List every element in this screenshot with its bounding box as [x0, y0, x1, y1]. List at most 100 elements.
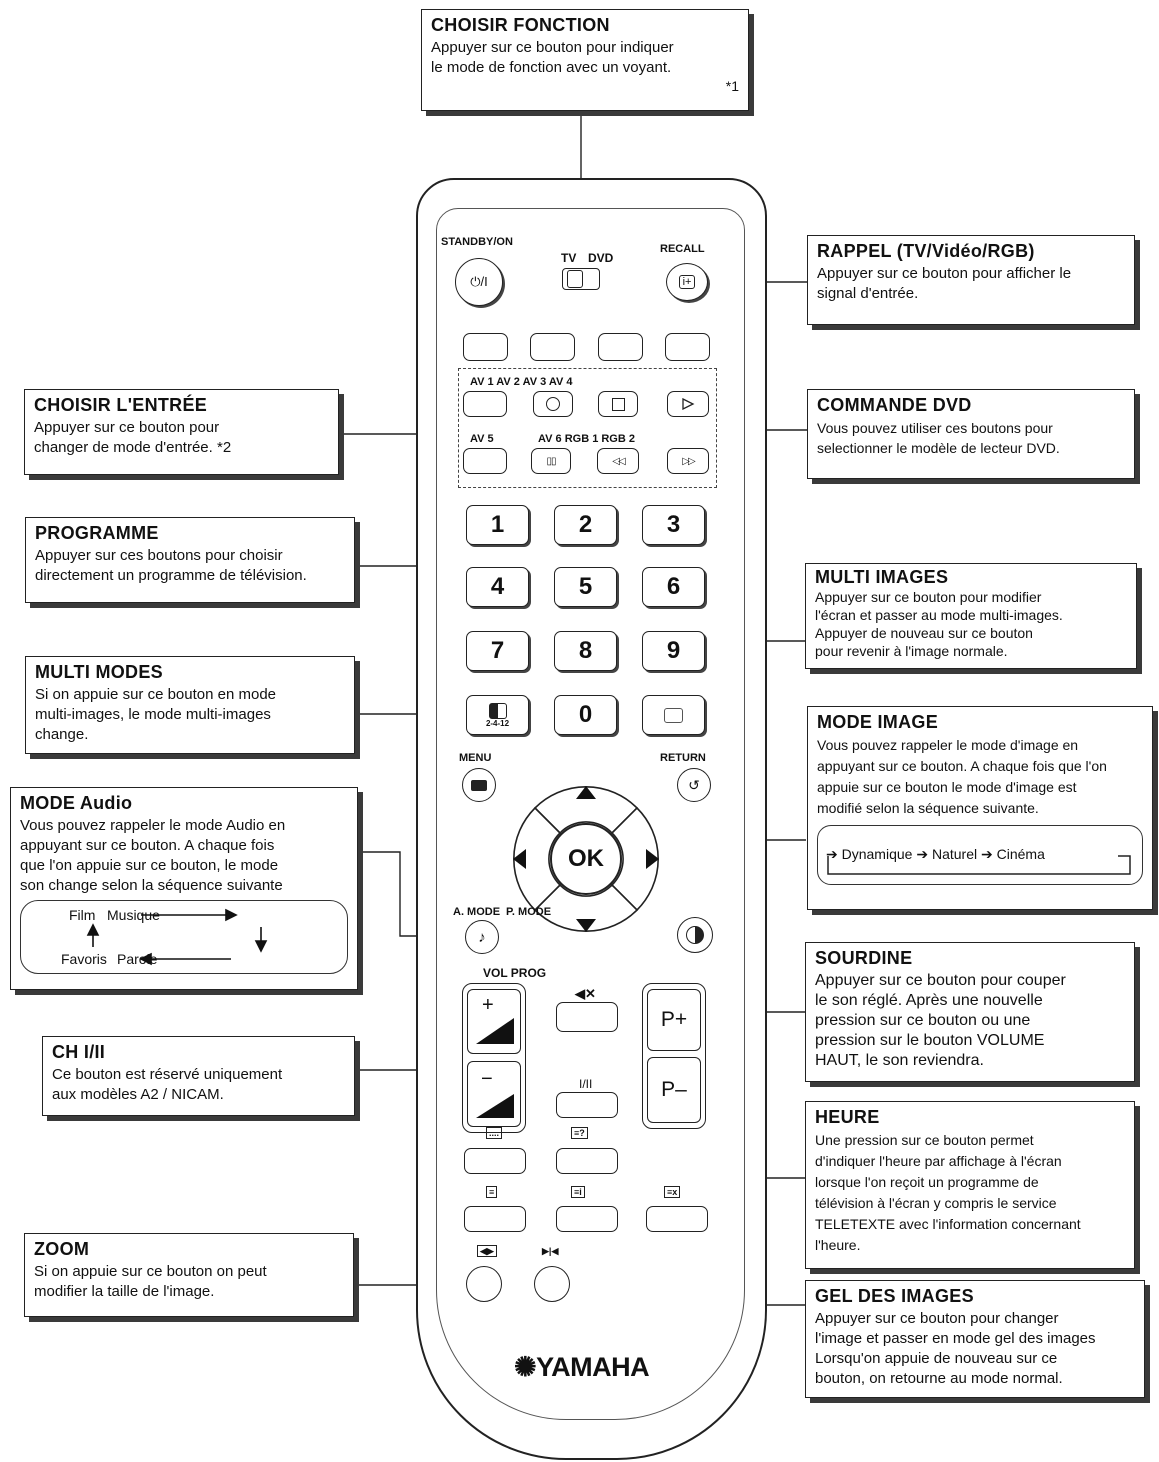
callout-text: Appuyer sur ce bouton pour indiquer — [431, 39, 674, 56]
standby-label: STANDBY/ON — [441, 236, 513, 248]
digit-8-button[interactable]: 8 — [554, 631, 617, 671]
digit-1-button[interactable]: 1 — [466, 505, 529, 545]
color-button-1[interactable] — [463, 333, 508, 361]
av4-dvd-play-button[interactable] — [667, 391, 709, 417]
av2-dvd-record-button[interactable] — [533, 391, 573, 417]
standby-button[interactable]: ⏻/I — [455, 258, 503, 306]
program-down-button[interactable]: P– — [647, 1057, 701, 1123]
av3-dvd-stop-button[interactable] — [598, 391, 638, 417]
color-button-4[interactable] — [665, 333, 710, 361]
recall-button[interactable]: i+ — [666, 263, 708, 301]
forward-icon: ▷▷ — [682, 455, 695, 467]
rgb1-dvd-rewind-button[interactable]: ◁◁ — [597, 448, 639, 474]
digit-3-button[interactable]: 3 — [642, 505, 705, 545]
program-up-button[interactable]: P+ — [647, 989, 701, 1051]
mute-button[interactable] — [556, 1002, 618, 1032]
volume-down-icon — [476, 1094, 514, 1118]
time-button[interactable] — [646, 1206, 708, 1232]
ch-button[interactable] — [556, 1092, 618, 1118]
teletext-reveal-icon: ≡? — [571, 1127, 588, 1139]
multi-images-button[interactable] — [642, 695, 705, 735]
callout-rappel: RAPPEL (TV/Vidéo/RGB) Appuyer sur ce bou… — [807, 235, 1135, 325]
callout-text: le son réglé. Après une nouvelle — [815, 992, 1043, 1009]
callout-title: MULTI IMAGES — [815, 567, 949, 587]
digit-5-button[interactable]: 5 — [554, 567, 617, 607]
callout-title: COMMANDE DVD — [817, 395, 972, 415]
arrow-left-icon — [513, 849, 526, 869]
callout-text: Une pression sur ce bouton permet — [815, 1132, 1034, 1148]
callout-text: le mode de fonction avec un voyant. — [431, 59, 672, 76]
callout-text: appuyant sur ce bouton. A chaque fois qu… — [817, 758, 1107, 774]
teletext-subpage-button[interactable] — [464, 1148, 526, 1174]
callout-text: modifié selon la séquence suivante. — [817, 800, 1039, 816]
yamaha-emblem-icon: ✺ — [514, 1352, 537, 1382]
play-icon — [682, 398, 695, 410]
av1-button[interactable] — [463, 391, 507, 417]
callout-title: CH I/II — [52, 1042, 106, 1062]
callout-text: Vous pouvez utiliser ces boutons pour — [817, 420, 1053, 436]
callout-zoom: ZOOM Si on appuie sur ce bouton on peut … — [24, 1233, 354, 1317]
multi-modes-button[interactable]: 2-4-12 — [466, 695, 529, 735]
av5-button[interactable] — [463, 448, 507, 474]
dpad-right[interactable] — [610, 806, 659, 912]
pause-icon: ▯▯ — [546, 455, 556, 467]
callout-text: Si on appuie sur ce bouton en mode — [35, 686, 277, 703]
freeze-button[interactable] — [534, 1266, 570, 1302]
digit-2-button[interactable]: 2 — [554, 505, 617, 545]
sequence-arrow-icon: ➔ — [916, 846, 929, 862]
teletext-index-button[interactable] — [556, 1206, 618, 1232]
sequence-arrow-icon: ➔ — [981, 846, 993, 862]
callout-title: CHOISIR FONCTION — [431, 15, 610, 35]
callout-title: CHOISIR L'ENTRÉE — [34, 395, 208, 415]
multi-screen-icon — [488, 702, 507, 719]
return-icon: ↺ — [688, 776, 700, 793]
callout-title: MODE IMAGE — [817, 712, 939, 732]
teletext-reveal-button[interactable] — [556, 1148, 618, 1174]
sequence-item: Naturel — [931, 846, 978, 862]
callout-text: son change selon la séquence suivante — [20, 877, 283, 894]
callout-text: pour revenir à l'image normale. — [815, 643, 1008, 659]
callout-text: Appuyer sur ce bouton pour afficher le — [817, 265, 1072, 282]
tv-dvd-switch[interactable] — [562, 268, 600, 290]
recall-label: RECALL — [660, 243, 705, 255]
callout-multi-modes: MULTI MODES Si on appuie sur ce bouton e… — [25, 656, 355, 754]
color-button-2[interactable] — [530, 333, 575, 361]
picture-mode-sequence: ➔ Dynamique ➔ Naturel ➔ Cinéma — [817, 825, 1143, 885]
teletext-subpage-icon: .... — [486, 1127, 503, 1139]
callout-mode-image: MODE IMAGE Vous pouvez rappeler le mode … — [807, 706, 1153, 910]
picture-mode-button[interactable] — [677, 917, 713, 953]
color-button-3[interactable] — [598, 333, 643, 361]
audio-mode-button[interactable]: ♪ — [465, 920, 499, 954]
digit-9-button[interactable]: 9 — [642, 631, 705, 671]
zoom-button[interactable] — [466, 1266, 502, 1302]
teletext-button[interactable] — [464, 1206, 526, 1232]
volume-up-button[interactable] — [467, 989, 521, 1054]
callout-text: appuie sur ce bouton le mode d'image est — [817, 779, 1077, 795]
dpad-left[interactable] — [513, 806, 562, 912]
callout-text: appuyant sur ce bouton. A chaque fois — [20, 837, 275, 854]
callout-text: télévision à l'écran y compris le servic… — [815, 1195, 1057, 1211]
ch-button-label: I/II — [579, 1077, 593, 1091]
ok-button[interactable]: OK — [550, 823, 622, 895]
return-button[interactable]: ↺ — [677, 768, 711, 802]
callout-title: MODE Audio — [20, 793, 133, 813]
menu-button[interactable] — [462, 768, 496, 802]
digit-4-button[interactable]: 4 — [466, 567, 529, 607]
return-label: RETURN — [660, 752, 706, 764]
callout-text: l'écran et passer au mode multi-images. — [815, 607, 1063, 623]
callout-text: Appuyer sur ce bouton pour changer — [815, 1310, 1059, 1327]
circle-icon — [546, 397, 560, 411]
callout-heure: HEURE Une pression sur ce bouton permet … — [805, 1101, 1135, 1269]
audio-sequence-arrows — [86, 908, 268, 966]
digit-0-button[interactable]: 0 — [554, 695, 617, 735]
dpad-down[interactable] — [533, 883, 639, 932]
digit-7-button[interactable]: 7 — [466, 631, 529, 671]
brand-text: YAMAHA — [536, 1352, 650, 1382]
rgb2-dvd-forward-button[interactable]: ▷▷ — [667, 448, 709, 474]
sequence-arrow-icon: ➔ — [826, 846, 838, 862]
digit-6-button[interactable]: 6 — [642, 567, 705, 607]
volume-down-button[interactable] — [467, 1061, 521, 1127]
av-row2-label: AV 6 RGB 1 RGB 2 — [538, 433, 635, 445]
callout-text: d'indiquer l'heure par affichage à l'écr… — [815, 1153, 1062, 1169]
av6-dvd-pause-button[interactable]: ▯▯ — [531, 448, 571, 474]
